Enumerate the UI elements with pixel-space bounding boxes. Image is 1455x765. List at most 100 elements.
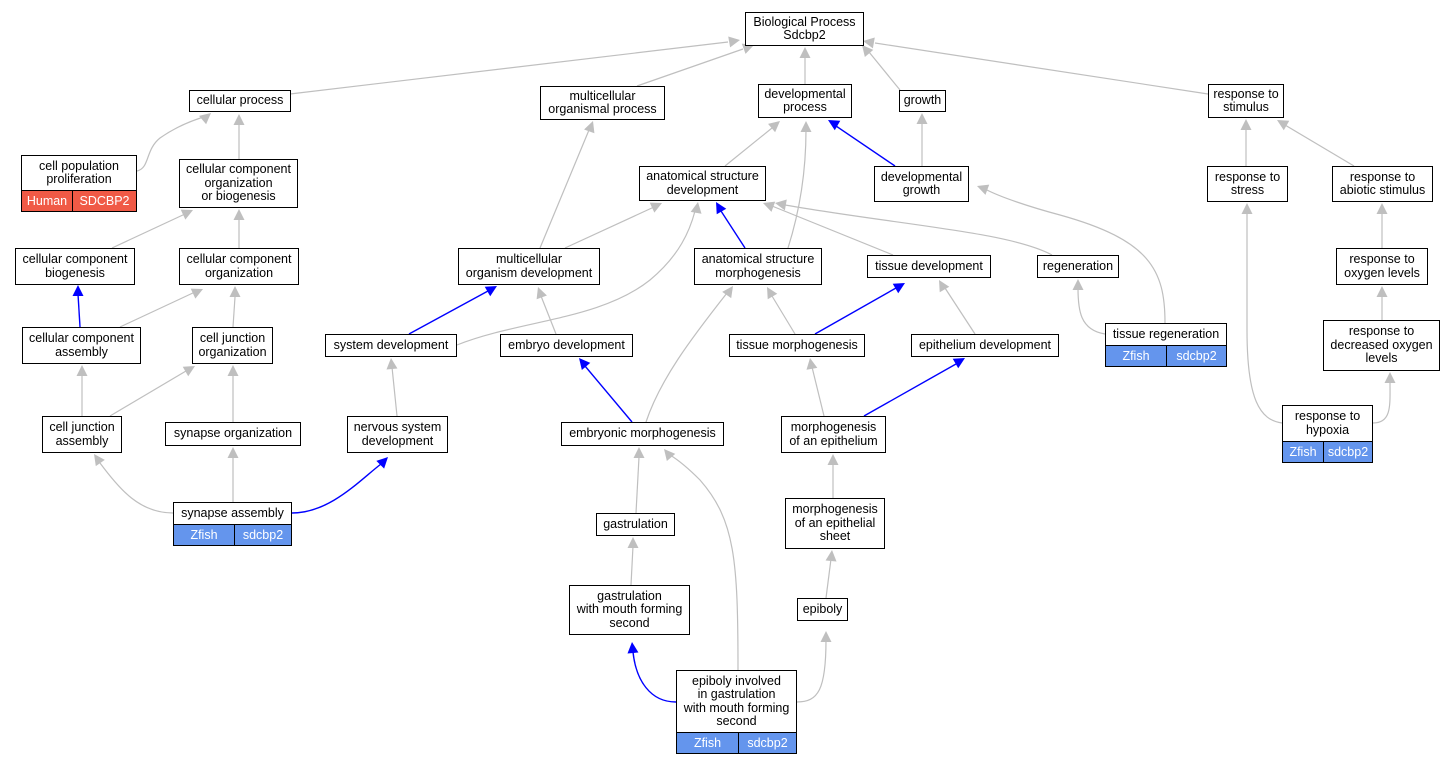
gene-annotation-zfish-sdcbp2[interactable]: Zfish sdcbp2 — [1105, 346, 1227, 367]
arrowhead — [584, 121, 595, 134]
node-epithelium-development[interactable]: epithelium development — [911, 334, 1059, 357]
arrowhead — [233, 209, 245, 220]
node-epiboly[interactable]: epiboly — [797, 598, 848, 621]
node-gastrulation[interactable]: gastrulation — [596, 513, 675, 536]
edge — [1372, 380, 1391, 424]
arrowhead — [722, 286, 733, 299]
arrowhead — [649, 202, 662, 213]
node-morphogenesis-of-an-epithelium[interactable]: morphogenesis of an epithelium — [781, 416, 886, 453]
arrowhead — [199, 113, 211, 125]
gene-label: sdcbp2 — [234, 525, 291, 545]
arrowhead — [1376, 286, 1388, 297]
edge — [232, 296, 236, 328]
edge — [868, 51, 901, 91]
arrowhead — [190, 288, 203, 299]
species-label: Zfish — [1289, 445, 1317, 459]
node-biological-process[interactable]: Biological Process Sdcbp2 — [745, 12, 864, 46]
arrowhead — [799, 47, 811, 58]
edge — [784, 204, 1053, 256]
edge — [771, 205, 894, 256]
node-growth[interactable]: growth — [899, 90, 946, 112]
species-label: Zfish — [190, 528, 218, 542]
node-cc-assembly[interactable]: cellular component assembly — [22, 327, 141, 364]
node-response-to-hypoxia[interactable]: response to hypoxia — [1282, 405, 1373, 442]
node-regeneration[interactable]: regeneration — [1037, 255, 1119, 278]
node-embryo-development[interactable]: embryo development — [500, 334, 633, 357]
edge-highlighted — [77, 293, 81, 328]
arrowhead-highlighted — [72, 285, 84, 296]
edge — [724, 127, 773, 167]
node-tissue-morphogenesis[interactable]: tissue morphogenesis — [729, 334, 865, 357]
edge — [796, 639, 827, 703]
gene-annotation-zfish-sdcbp2[interactable]: Zfish sdcbp2 — [173, 525, 292, 546]
arrowhead-highlighted — [828, 120, 841, 131]
node-tissue-development[interactable]: tissue development — [867, 255, 991, 278]
edge — [811, 366, 825, 417]
arrowhead — [741, 43, 754, 54]
gene-annotation-zfish-sdcbp2[interactable]: Zfish sdcbp2 — [676, 733, 797, 754]
arrowhead — [768, 121, 780, 133]
node-synapse-assembly[interactable]: synapse assembly — [173, 502, 292, 525]
edge — [635, 456, 640, 514]
species-label: Human — [26, 194, 68, 208]
node-epiboly-involved-in-gastrulation[interactable]: epiboly involved in gastrulation with mo… — [676, 670, 797, 733]
node-multicellular-organismal-process[interactable]: multicellular organismal process — [540, 86, 665, 120]
node-response-to-abiotic-stimulus[interactable]: response to abiotic stimulus — [1332, 166, 1433, 202]
node-gastrulation-with-mouth-forming-second[interactable]: gastrulation with mouth forming second — [569, 585, 690, 635]
edge — [99, 462, 174, 514]
gene-annotation-human-sdcbp2[interactable]: Human SDCBP2 — [21, 191, 137, 212]
edge-highlighted — [291, 463, 382, 514]
node-cell-junction-assembly[interactable]: cell junction assembly — [42, 416, 122, 453]
node-system-development[interactable]: system development — [325, 334, 457, 357]
edge — [874, 42, 1209, 95]
node-multicellular-organism-development[interactable]: multicellular organism development — [458, 248, 600, 285]
node-nervous-system-development[interactable]: nervous system development — [347, 416, 448, 453]
edge-highlighted — [584, 365, 633, 423]
node-cc-biogenesis[interactable]: cellular component biogenesis — [15, 248, 135, 285]
edge — [539, 129, 590, 249]
arrowhead — [227, 447, 239, 458]
edge — [1246, 212, 1283, 424]
node-cc-organization[interactable]: cellular component organization — [179, 248, 299, 285]
arrowhead — [182, 366, 195, 377]
arrowhead-highlighted — [376, 457, 388, 469]
edge — [1077, 287, 1106, 335]
node-anatomical-structure-morphogenesis[interactable]: anatomical structure morphogenesis — [694, 248, 822, 285]
arrowhead-highlighted — [952, 358, 965, 369]
node-response-to-oxygen-levels[interactable]: response to oxygen levels — [1336, 248, 1428, 285]
gene-annotation-zfish-sdcbp2[interactable]: Zfish sdcbp2 — [1282, 442, 1373, 463]
arrowhead — [806, 358, 818, 370]
node-morphogenesis-of-an-epithelial-sheet[interactable]: morphogenesis of an epithelial sheet — [785, 498, 885, 549]
node-developmental-growth[interactable]: developmental growth — [874, 166, 969, 202]
node-cell-population-proliferation[interactable]: cell population proliferation — [21, 155, 137, 191]
edge — [564, 206, 655, 249]
node-cellular-process[interactable]: cellular process — [189, 90, 291, 112]
arrowhead — [633, 447, 645, 458]
edge-highlighted — [408, 290, 489, 335]
node-tissue-regeneration[interactable]: tissue regeneration — [1105, 323, 1227, 346]
arrowhead — [1241, 203, 1253, 214]
node-response-to-stress[interactable]: response to stress — [1207, 166, 1288, 202]
arrowhead — [939, 280, 950, 293]
node-developmental-process[interactable]: developmental process — [758, 84, 852, 118]
edge-highlighted — [835, 125, 896, 167]
edge — [645, 292, 728, 423]
node-response-to-decreased-oxygen-levels[interactable]: response to decreased oxygen levels — [1323, 320, 1440, 371]
arrowhead-highlighted — [716, 202, 727, 215]
arrowhead — [227, 365, 239, 376]
arrowhead — [825, 550, 837, 562]
node-embryonic-morphogenesis[interactable]: embryonic morphogenesis — [561, 422, 724, 446]
edge — [289, 41, 729, 95]
edge — [669, 454, 739, 671]
node-anatomical-structure-development[interactable]: anatomical structure development — [639, 166, 766, 201]
gene-label: sdcbp2 — [1166, 346, 1226, 366]
node-cell-junction-organization[interactable]: cell junction organization — [192, 327, 273, 364]
node-synapse-organization[interactable]: synapse organization — [165, 422, 301, 446]
arrowhead — [180, 209, 193, 220]
arrowhead — [763, 201, 776, 212]
node-cc-organization-or-biogenesis[interactable]: cellular component organization or bioge… — [179, 159, 298, 208]
node-response-to-stimulus[interactable]: response to stimulus — [1208, 84, 1284, 118]
edge-highlighted — [814, 287, 897, 335]
arrowhead — [690, 202, 702, 214]
species-label: Zfish — [1122, 349, 1150, 363]
